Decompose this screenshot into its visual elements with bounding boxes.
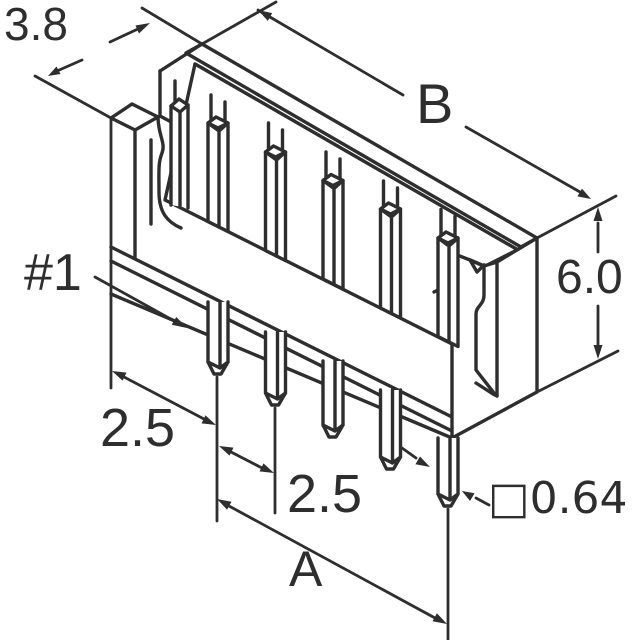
depth-extension-line-2 (33, 74, 113, 120)
pin-4-tail (378, 388, 403, 471)
dim-pitch-2 (219, 446, 274, 473)
arrowhead (258, 10, 273, 21)
arrowhead (48, 66, 61, 76)
pin-4-upper (378, 201, 403, 320)
arrowhead (135, 23, 150, 34)
arrowhead (219, 446, 234, 456)
pitch-label-2: 2.5 (287, 464, 363, 524)
pin-1-tail (206, 300, 230, 376)
pin-5-upper (436, 230, 460, 349)
arrowhead (462, 491, 475, 501)
dim-depth-label: 3.8 (4, 0, 68, 50)
arrowhead (593, 345, 603, 359)
top-right-extension-line (535, 194, 618, 240)
arrowhead (432, 613, 447, 624)
latch-post-top-back-edges (109, 102, 160, 120)
pin-3-tail (321, 359, 345, 439)
arrowhead (217, 499, 232, 510)
dim-span-a (217, 499, 447, 624)
pin1-leader (93, 275, 187, 328)
latch-window-curve-right (474, 263, 496, 395)
dim-height-6 (593, 207, 603, 359)
dim-depth-arrows (48, 23, 150, 76)
arrowhead (415, 456, 430, 467)
pin-size-label: □0.64 (488, 473, 628, 524)
dim-width-b-label: B (416, 72, 454, 135)
dim-height-label: 6.0 (556, 251, 623, 304)
arrowhead (112, 371, 127, 381)
arrowhead (577, 188, 591, 199)
depth-extension-line-1 (140, 6, 204, 46)
pitch-label-1: 2.5 (100, 398, 176, 458)
left-latch-post (109, 102, 183, 260)
pin-3-upper (321, 172, 345, 291)
pin-5-tail (436, 436, 460, 508)
pin-1-upper (206, 115, 230, 234)
latch-window-curve-left (156, 115, 183, 230)
extension-lines (33, 0, 620, 640)
dim-pin-square (400, 446, 491, 507)
pin-2-tail (263, 330, 288, 407)
latch-window-notch (468, 258, 486, 274)
arrowhead (171, 317, 187, 328)
dim-span-a-label: A (289, 541, 323, 597)
left-guide-rib (169, 97, 190, 210)
dim-pitch-1 (112, 371, 216, 425)
b-left-extension-line (200, 0, 278, 46)
right-end-wall (432, 236, 539, 440)
pin-2-upper (263, 144, 288, 263)
pin1-label: #1 (24, 244, 82, 302)
arrowhead (259, 463, 274, 473)
dim-width-b (256, 8, 591, 199)
bottom-right-extension-line (535, 349, 620, 394)
latch-window-bottom-wedge (474, 381, 499, 398)
arrowhead (201, 415, 216, 425)
arrowhead (593, 207, 603, 221)
